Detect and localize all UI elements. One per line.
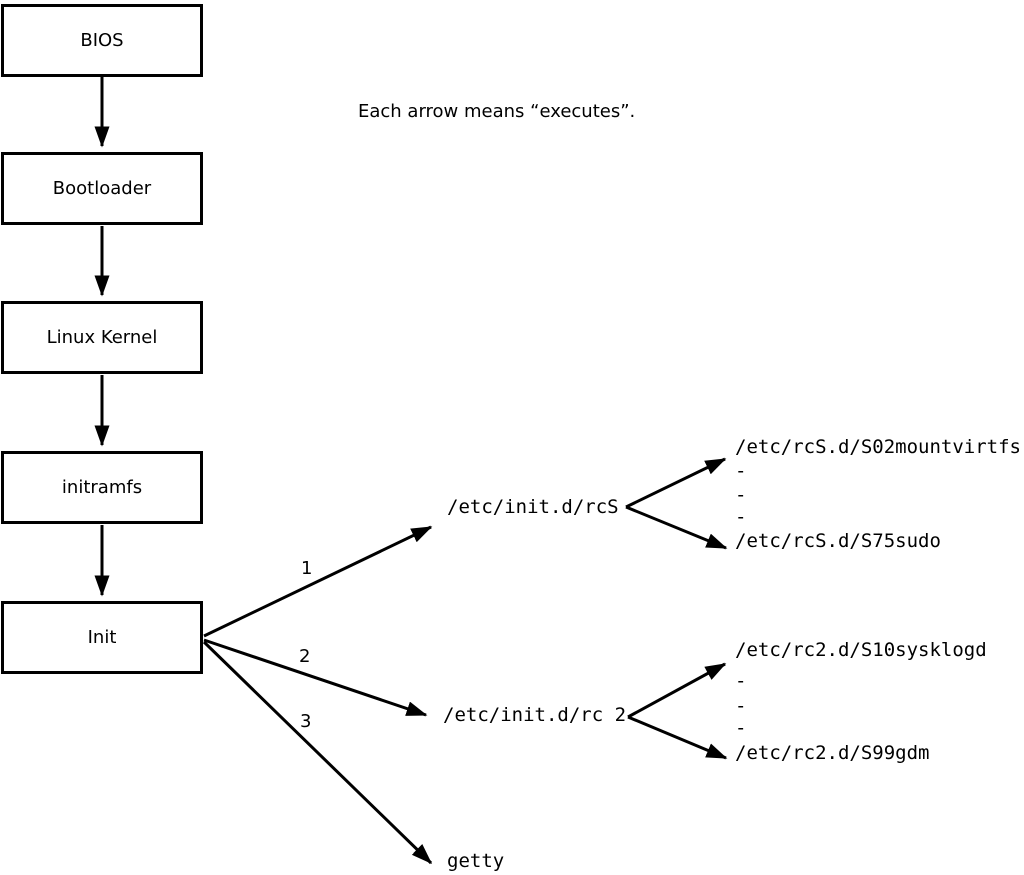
arrow-rc2-to-s10sysklogd: [627, 662, 727, 719]
node-linux-kernel-label: Linux Kernel: [46, 327, 158, 348]
node-bootloader-label: Bootloader: [52, 178, 152, 199]
node-init-label: Init: [87, 627, 117, 648]
arrow-init-to-rc2: [203, 638, 428, 717]
node-rcs-d-s75sudo: /etc/rcS.d/S75sudo: [735, 530, 941, 552]
node-bootloader: Bootloader: [1, 152, 203, 225]
node-bios: BIOS: [1, 4, 203, 77]
ellipsis-dash: -: [735, 670, 747, 692]
node-etc-init-d-rcs: /etc/init.d/rcS: [447, 496, 619, 518]
node-init: Init: [1, 601, 203, 674]
node-initramfs: initramfs: [1, 451, 203, 524]
node-initramfs-label: initramfs: [61, 477, 143, 498]
ellipsis-dash: -: [735, 506, 747, 528]
edge-label-1: 1: [301, 558, 313, 579]
node-bios-label: BIOS: [80, 30, 124, 51]
edge-label-3: 3: [300, 711, 312, 732]
node-etc-init-d-rc2: /etc/init.d/rc 2: [443, 704, 627, 726]
ellipsis-dash: -: [735, 484, 747, 506]
ellipsis-dash: -: [735, 695, 747, 717]
node-linux-kernel: Linux Kernel: [1, 301, 203, 374]
node-rcs-d-s02mountvirtfs: /etc/rcS.d/S02mountvirtfs: [735, 436, 1021, 458]
arrow-rcs-to-s75sudo: [625, 505, 728, 550]
node-getty: getty: [447, 850, 505, 872]
node-rc2-d-s10sysklogd: /etc/rc2.d/S10sysklogd: [735, 639, 987, 661]
edge-label-2: 2: [299, 646, 311, 667]
arrow-init-to-getty: [202, 640, 433, 865]
ellipsis-dash: -: [735, 717, 747, 739]
ellipsis-dash: -: [735, 460, 747, 482]
legend-note: Each arrow means “executes”.: [358, 101, 636, 122]
arrow-init-to-rcs: [203, 525, 433, 638]
arrow-rc2-to-s99gdm: [627, 715, 728, 760]
node-rc2-d-s99gdm: /etc/rc2.d/S99gdm: [735, 742, 930, 764]
arrow-rcs-to-s02mountvirtfs: [625, 457, 727, 509]
